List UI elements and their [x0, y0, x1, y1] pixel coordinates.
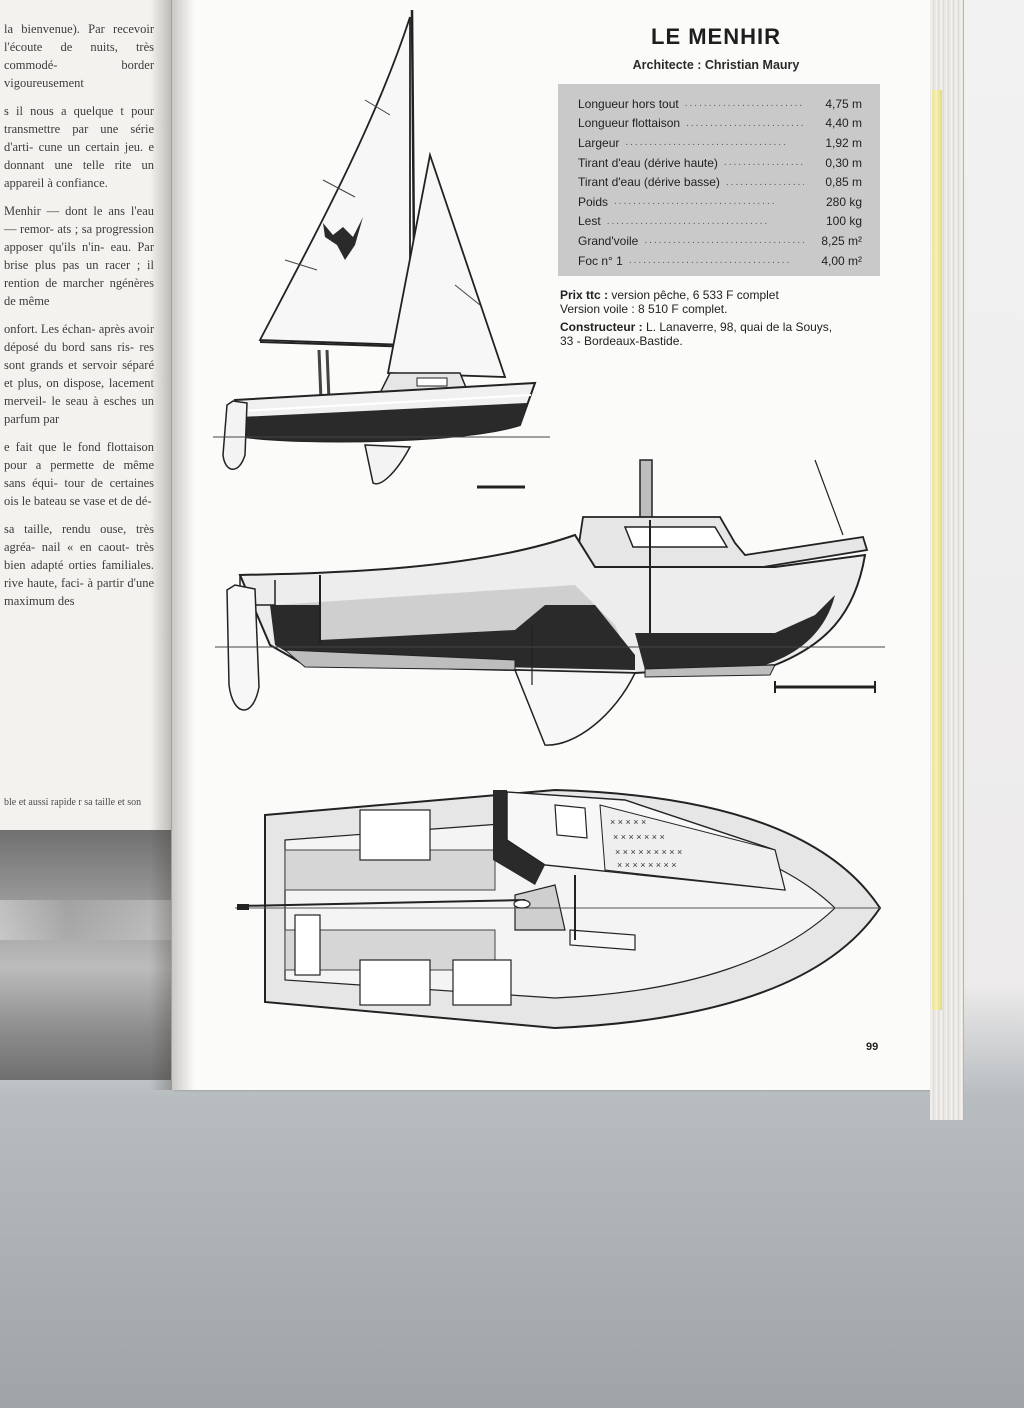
left-paragraph: Menhir — dont le ans l'eau — remor- ats … — [4, 204, 154, 308]
leader-dots: .................................. — [628, 255, 792, 267]
spec-row: Lest .................................. … — [578, 212, 862, 232]
svg-text:× × × × × × ×: × × × × × × × — [613, 832, 665, 842]
sail-plan-drawing — [213, 9, 550, 489]
leader-dots: .................................. — [684, 98, 804, 110]
architect-line: Architecte : Christian Maury — [632, 58, 800, 72]
builder-city: 33 - Bordeaux-Bastide. — [560, 334, 683, 348]
spec-label: Tirant d'eau (dérive basse) — [578, 175, 720, 190]
spec-value: 4,00 m² — [821, 253, 862, 268]
leader-dots: .................................. — [606, 215, 770, 227]
spec-value: 280 kg — [825, 194, 862, 209]
spec-value: 100 kg — [825, 214, 862, 229]
spec-value: 4,40 m — [825, 116, 862, 131]
spec-row: Poids ..................................… — [578, 192, 862, 212]
left-paragraph: s il nous a quelque t pour transmettre p… — [4, 104, 154, 190]
spec-row: Longueur hors tout .....................… — [578, 94, 862, 114]
svg-text:× × × × × × × ×: × × × × × × × × — [617, 860, 677, 870]
builder-address: L. Lanaverre, 98, quai de la Souys, — [646, 320, 833, 334]
svg-text:× × × × × × × × ×: × × × × × × × × × — [615, 847, 682, 857]
spec-value: 4,75 m — [825, 96, 862, 111]
price-block: Prix ttc : version pêche, 6 533 F comple… — [560, 288, 890, 316]
spec-value: 0,85 m — [825, 175, 862, 190]
spec-label: Longueur flottaison — [578, 116, 681, 131]
left-paragraph: la bienvenue). Par recevoir l'écoute de … — [4, 22, 154, 90]
book-gutter-shadow — [150, 0, 195, 1090]
photo-caption: ble et aussi rapide r sa taille et son — [4, 797, 142, 808]
sea-photo — [0, 830, 171, 1080]
leader-dots: .................................. — [686, 117, 804, 129]
spec-value: 0,30 m — [825, 155, 862, 170]
spec-label: Tirant d'eau (dérive haute) — [578, 155, 718, 170]
leader-dots: .................................. — [614, 196, 777, 208]
builder-line-1: Constructeur : L. Lanaverre, 98, quai de… — [560, 320, 900, 334]
builder-label: Constructeur : — [560, 320, 643, 334]
left-paragraph: onfort. Les échan- après avoir déposé du… — [4, 322, 154, 426]
leader-dots: .................................. — [725, 176, 804, 188]
spec-row: Foc n° 1 ...............................… — [578, 251, 862, 271]
left-paragraph: sa taille, rendu ouse, très agréa- nail … — [4, 522, 154, 608]
leader-dots: .................................. — [644, 235, 804, 247]
spec-row: Tirant d'eau (dérive basse) ............… — [578, 172, 862, 192]
page-number: 99 — [866, 1041, 879, 1053]
colored-page-edge — [932, 90, 942, 1010]
spec-label: Poids — [578, 194, 609, 209]
left-page-text: la bienvenue). Par recevoir l'écoute de … — [4, 20, 154, 620]
price-line-1: Prix ttc : version pêche, 6 533 F comple… — [560, 288, 890, 302]
spec-row: Grand'voile ............................… — [578, 231, 862, 251]
spec-table: Longueur hors tout .....................… — [558, 84, 880, 276]
sail-emblem-icon — [323, 217, 363, 260]
spec-row: Tirant d'eau (dérive haute) ............… — [578, 153, 862, 173]
leader-dots: .................................. — [625, 137, 788, 149]
price-fishing: version pêche, 6 533 F complet — [611, 288, 779, 302]
price-label: Prix ttc : — [560, 288, 609, 302]
spec-label: Lest — [578, 214, 601, 229]
spec-label: Longueur hors tout — [578, 96, 679, 111]
profile-section-drawing — [215, 459, 885, 746]
spec-label: Grand'voile — [578, 233, 639, 248]
spec-row: Largeur ................................… — [578, 133, 862, 153]
spec-label: Foc n° 1 — [578, 253, 623, 268]
builder-block: Constructeur : L. Lanaverre, 98, quai de… — [560, 320, 900, 348]
page-title: LE MENHIR — [651, 24, 781, 49]
spec-label: Largeur — [578, 135, 620, 150]
leader-dots: .................................. — [723, 157, 804, 169]
spec-value: 8,25 m² — [821, 233, 862, 248]
left-paragraph: e fait que le fond flottaison pour a per… — [4, 440, 154, 508]
deck-plan-drawing: × × × × × × × × × × × × × × × × × × × × … — [235, 788, 882, 1030]
spec-row: Longueur flottaison ....................… — [578, 114, 862, 134]
svg-text:× × × × ×: × × × × × — [610, 817, 646, 827]
left-page: la bienvenue). Par recevoir l'écoute de … — [0, 0, 172, 1080]
spec-value: 1,92 m — [825, 135, 862, 150]
price-sail: Version voile : 8 510 F complet. — [560, 302, 728, 316]
